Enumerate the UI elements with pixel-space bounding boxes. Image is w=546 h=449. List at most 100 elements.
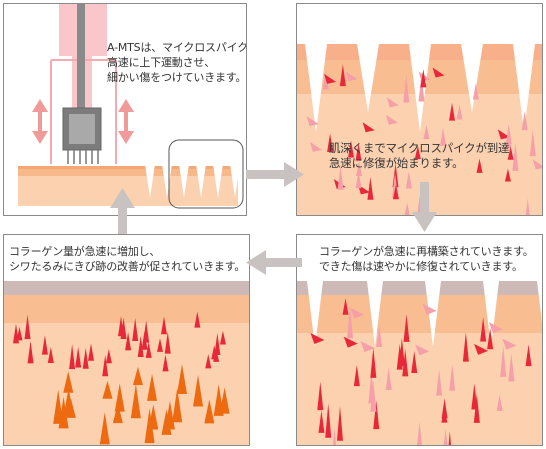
collagen-spike [423, 125, 430, 140]
collagen-spike [360, 341, 375, 353]
collagen-spike [125, 331, 132, 351]
collagen-spike [132, 366, 143, 386]
collagen-spike [496, 394, 503, 411]
collagen-spike [405, 171, 412, 189]
spike-hole [513, 44, 535, 132]
collagen-spike [353, 364, 360, 387]
collagen-spike [318, 410, 325, 433]
collagen-spike [63, 387, 74, 416]
collagen-spike [443, 429, 448, 445]
caption-line: 細かい傷をつけていきます。 [107, 71, 247, 84]
collagen-spike [532, 159, 542, 170]
collagen-spike [474, 343, 489, 355]
collagen-spike [355, 171, 362, 189]
collagen-spike [193, 374, 204, 407]
collagen-spike [476, 158, 483, 173]
collagen-spike [487, 327, 494, 350]
collagen-spike [327, 133, 334, 152]
collagen-spike [347, 305, 354, 339]
collagen-spike [356, 161, 363, 176]
collagen-spike [411, 350, 418, 374]
collagen-spike [205, 354, 212, 369]
collagen-spike [177, 364, 188, 395]
collagen-spike [332, 427, 337, 445]
collagen-spike [403, 314, 410, 342]
collagen-spike [497, 129, 510, 140]
spike-hole [483, 281, 499, 347]
collagen-spike [69, 344, 76, 370]
spike-hole [461, 44, 483, 112]
collagen-spike [471, 383, 478, 410]
arrow-left-icon [246, 250, 302, 275]
collagen-spike [370, 347, 377, 378]
collagen-spike [204, 399, 215, 424]
collagen-spike [325, 403, 332, 438]
collagen-spike [339, 64, 346, 87]
caption-line: シワたるみにきび跡の改善が促されていきます。 [9, 260, 246, 273]
collagen-spike [350, 307, 365, 319]
collagen-spike [219, 387, 230, 414]
collagen-spike [75, 346, 82, 368]
caption-line: 肌深くまでマイクロスパイクが到達 [329, 141, 510, 155]
collagen-spike [376, 325, 383, 348]
collagen-spike [449, 102, 456, 121]
collagen-spike [449, 364, 456, 391]
collagen-spike [157, 338, 164, 352]
collagen-spike [448, 431, 452, 445]
collagen-spike [82, 347, 89, 369]
collagen-spike [385, 367, 392, 390]
panel-collagen: コラーゲン量が急速に増加し、 シワたるみにきび跡の改善が促されていきます。 [3, 234, 250, 446]
spike-hole [425, 281, 441, 347]
collagen-spike [432, 67, 445, 78]
device-illustration [18, 4, 244, 209]
collagen-spike [456, 104, 463, 120]
panel-penetration: 肌深くまでマイクロスパイクが到達 急速に修復が始まります。 [296, 3, 543, 216]
collagen-spike [521, 111, 528, 131]
collagen-spike [102, 354, 109, 377]
collagen-spike [162, 354, 169, 372]
collagen-spike [415, 344, 430, 356]
collagen-spike [132, 317, 139, 341]
collagen-spike [402, 348, 409, 377]
spike-hole [367, 281, 383, 347]
collagen-spike [102, 380, 113, 399]
collagen-spike [386, 97, 399, 108]
collagen-spike [418, 71, 431, 82]
collagen-spike [362, 122, 375, 133]
collagen-spike [336, 405, 343, 441]
collagen-spike [488, 322, 503, 334]
collagen-illustration [4, 281, 249, 445]
collagen-spike [436, 369, 443, 396]
collagen-spike [219, 330, 226, 345]
collagen-spike [105, 349, 112, 364]
collagen-spike [500, 345, 507, 377]
collagen-spike [417, 421, 422, 445]
collagen-spike [403, 74, 410, 103]
collagen-spike [337, 166, 344, 190]
collagen-spike [505, 124, 512, 145]
collagen-spike [137, 335, 144, 357]
collagen-spike [525, 344, 532, 367]
spike-hole [305, 44, 327, 132]
collagen-spike [143, 320, 150, 343]
collagen-spike [480, 317, 487, 342]
caption-line: 高速に上下運動させ、 [107, 56, 215, 69]
panel-rebuild-caption: コラーゲンが急速に再構築されていきます。 できた傷は速やかに修復されていきます。 [319, 244, 534, 274]
collagen-spike [164, 331, 171, 354]
collagen-spike [342, 298, 349, 315]
collagen-spike [385, 114, 398, 125]
collagen-spike [172, 388, 183, 423]
collagen-spike [161, 409, 172, 435]
spike-hole [307, 281, 323, 347]
collagen-spike [114, 383, 125, 412]
collagen-spike [355, 143, 362, 161]
collagen-spike [160, 316, 167, 335]
collagen-spike [345, 71, 358, 82]
collagen-spike [112, 403, 123, 424]
collagen-spike [322, 70, 329, 90]
collagen-spike [145, 341, 152, 358]
spike-hole [537, 281, 542, 323]
rebuild-illustration [297, 281, 542, 445]
collagen-spike [414, 145, 421, 160]
collagen-spike [504, 168, 511, 182]
